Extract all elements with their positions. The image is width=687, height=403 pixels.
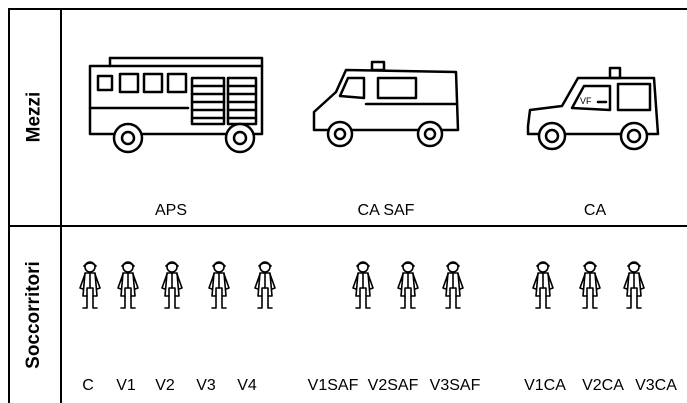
firefighter-icon <box>442 261 464 309</box>
firefighter-icon <box>208 261 230 309</box>
rescuer-label: C <box>82 377 94 394</box>
vehicle-label-ca-saf: CA SAF <box>357 202 415 219</box>
rescuer-label: V2CA <box>582 377 624 394</box>
row-label-vehicles-text: Mezzi <box>23 91 44 142</box>
rescuer-label: V4 <box>237 377 257 394</box>
vehicle-label-ca: CA <box>583 202 607 219</box>
table-row-divider <box>8 225 687 227</box>
table-top-border <box>8 8 687 10</box>
row-label-rescuers-text: Soccorritori <box>23 261 45 369</box>
firefighter-icon <box>254 261 276 309</box>
row-label-vehicles: Mezzi <box>8 8 60 225</box>
fire-truck-icon <box>88 56 264 154</box>
rescuer-label: V1SAF <box>307 377 359 394</box>
rescuer-label: V1 <box>116 377 136 394</box>
firefighter-icon <box>579 261 601 309</box>
row-label-rescuers: Soccorritori <box>8 227 60 403</box>
firefighter-icon <box>161 261 183 309</box>
jeep-icon: VF <box>526 66 660 151</box>
crew-vehicle-table: Mezzi Soccorritori <box>8 8 687 403</box>
firefighter-icon <box>623 261 645 309</box>
jeep-door-text: VF <box>580 96 592 106</box>
table-label-column-divider <box>60 8 62 403</box>
rescuer-label: V2SAF <box>367 377 419 394</box>
rescuer-label: V3 <box>196 377 216 394</box>
firefighter-icon <box>79 261 101 309</box>
firefighter-icon <box>532 261 554 309</box>
van-icon <box>312 60 460 148</box>
firefighter-icon <box>397 261 419 309</box>
rescuer-label: V3SAF <box>429 377 481 394</box>
rescuer-label: V1CA <box>524 377 566 394</box>
rescuer-label: V2 <box>155 377 175 394</box>
table-left-border <box>8 8 10 403</box>
vehicle-label-aps: APS <box>154 202 188 219</box>
firefighter-icon <box>352 261 374 309</box>
rescuer-label: V3CA <box>635 377 677 394</box>
firefighter-icon <box>117 261 139 309</box>
